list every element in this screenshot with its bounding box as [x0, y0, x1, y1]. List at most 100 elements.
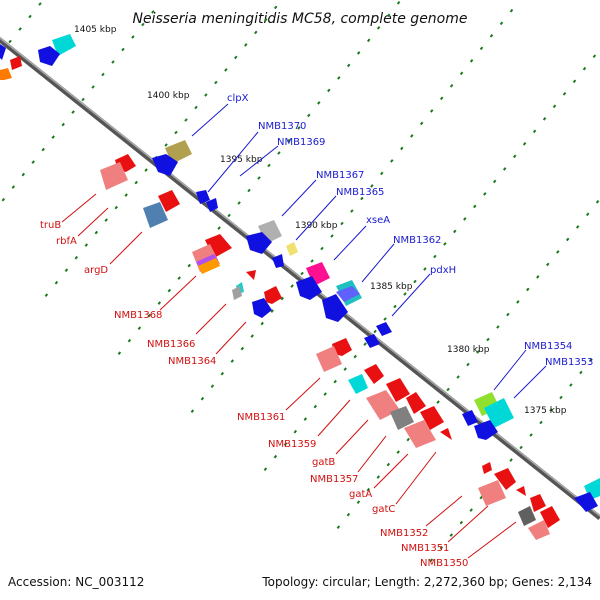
gene-feature[interactable] [206, 198, 218, 212]
tick-label-1385: 1385 kbp [370, 282, 413, 292]
gene-feature[interactable] [198, 258, 220, 274]
gene-feature[interactable] [474, 420, 498, 440]
gene-feature[interactable] [336, 286, 360, 302]
gene-label-nmb1357[interactable]: NMB1357 [310, 474, 358, 485]
gene-feature[interactable] [494, 468, 516, 490]
tick-dot [264, 18, 268, 22]
gene-feature[interactable] [38, 46, 60, 66]
gene-feature[interactable] [52, 34, 76, 56]
gene-feature[interactable] [286, 242, 298, 256]
tick-dot [337, 76, 341, 80]
tick-dot [575, 225, 580, 229]
gene-feature[interactable] [316, 346, 342, 372]
gene-feature[interactable] [348, 374, 368, 394]
tick-dot [117, 351, 122, 355]
tick-dot [184, 118, 188, 122]
gene-feature[interactable] [404, 420, 436, 448]
gene-feature[interactable] [540, 506, 560, 528]
gene-feature[interactable] [364, 364, 384, 384]
gene-label-nmb1354[interactable]: NMB1354 [524, 341, 572, 352]
gene-feature[interactable] [296, 276, 322, 300]
gene-feature[interactable] [528, 520, 550, 540]
gene-feature[interactable] [440, 428, 452, 440]
gene-feature[interactable] [246, 270, 256, 280]
gene-feature[interactable] [462, 410, 478, 426]
gene-label-clpx[interactable]: clpX [227, 93, 249, 104]
gene-label-nmb1370[interactable]: NMB1370 [258, 121, 306, 132]
gene-feature[interactable] [386, 378, 410, 402]
gene-feature[interactable] [364, 334, 380, 348]
gene-feature[interactable] [484, 398, 514, 428]
gene-label-nmb1352[interactable]: NMB1352 [380, 528, 428, 539]
gene-label-nmb1365[interactable]: NMB1365 [336, 187, 384, 198]
genome-axis-highlight [0, 37, 600, 517]
gene-feature[interactable] [518, 506, 536, 526]
gene-feature[interactable] [516, 486, 526, 496]
gene-feature[interactable] [272, 254, 284, 268]
tick-dot [393, 304, 397, 309]
tick-dot [340, 221, 344, 226]
gene-feature[interactable] [390, 406, 414, 430]
gene-feature[interactable] [196, 190, 210, 204]
tick-dot [363, 342, 367, 346]
gene-feature[interactable] [0, 44, 6, 60]
tick-dot [200, 396, 205, 401]
gene-feature[interactable] [10, 56, 22, 70]
gene-label-gatc[interactable]: gatC [372, 504, 395, 515]
gene-feature[interactable] [0, 68, 12, 80]
gene-feature[interactable] [322, 294, 348, 322]
gene-label-nmb1351[interactable]: NMB1351 [401, 543, 449, 554]
gene-feature[interactable] [406, 392, 426, 414]
gene-label-nmb1369[interactable]: NMB1369 [277, 137, 325, 148]
gene-label-xsea[interactable]: xseA [366, 215, 390, 226]
forward-gene-labels: clpX NMB1370 NMB1369 NMB1367 NMB1365 xse… [191, 93, 593, 399]
gene-feature[interactable] [252, 298, 272, 318]
tick-dot [400, 146, 404, 151]
tick-dot [509, 8, 514, 13]
tick-dot [177, 276, 181, 280]
gene-label-nmb1368[interactable]: NMB1368 [114, 310, 162, 321]
gene-label-nmb1361[interactable]: NMB1361 [237, 412, 285, 423]
gene-label-nmb1364[interactable]: NMB1364 [168, 356, 216, 367]
gene-feature[interactable] [530, 494, 546, 512]
gene-feature[interactable] [100, 162, 128, 190]
gene-label-nmb1362[interactable]: NMB1362 [393, 235, 441, 246]
gene-label-argd[interactable]: argD [84, 265, 108, 276]
gene-label-nmb1353[interactable]: NMB1353 [545, 357, 593, 368]
tick-dot [144, 168, 148, 172]
tick-dot [137, 326, 142, 330]
gene-feature[interactable] [478, 480, 506, 506]
gene-feature[interactable] [152, 154, 178, 176]
gene-label-gata[interactable]: gatA [349, 489, 372, 500]
gene-label-rbfa[interactable]: rbfA [56, 236, 77, 247]
gene-feature[interactable] [232, 286, 242, 300]
tick-dot [214, 80, 218, 85]
tick-dot [260, 321, 264, 326]
tick-dot [257, 176, 261, 180]
tick-dot [380, 171, 384, 176]
gene-label-nmb1366[interactable]: NMB1366 [147, 339, 195, 350]
gene-feature[interactable] [376, 322, 392, 336]
gene-feature[interactable] [264, 286, 282, 304]
gene-label-nmb1359[interactable]: NMB1359 [268, 439, 316, 450]
gene-feature[interactable] [158, 190, 180, 212]
tick-dot [446, 387, 450, 392]
tick-dot [280, 296, 284, 301]
gene-label-nmb1350[interactable]: NMB1350 [420, 558, 468, 569]
gene-feature[interactable] [482, 462, 492, 474]
tick-dot [273, 454, 278, 459]
gene-label-pdxh[interactable]: pdxH [430, 265, 456, 276]
tick-dot [353, 354, 357, 359]
gene-label-nmb1367[interactable]: NMB1367 [316, 170, 364, 181]
gene-feature[interactable] [246, 232, 272, 254]
gene-feature[interactable] [143, 202, 168, 228]
tick-dot [539, 420, 543, 425]
gene-feature[interactable] [420, 406, 444, 430]
tick-dot [356, 500, 361, 504]
gene-feature[interactable] [574, 492, 598, 512]
gene-feature[interactable] [332, 338, 352, 356]
tick-dot [114, 205, 118, 210]
tick-label-1390: 1390 kbp [295, 221, 338, 231]
gene-label-gatb[interactable]: gatB [312, 457, 335, 468]
gene-label-trub[interactable]: truB [40, 220, 61, 231]
